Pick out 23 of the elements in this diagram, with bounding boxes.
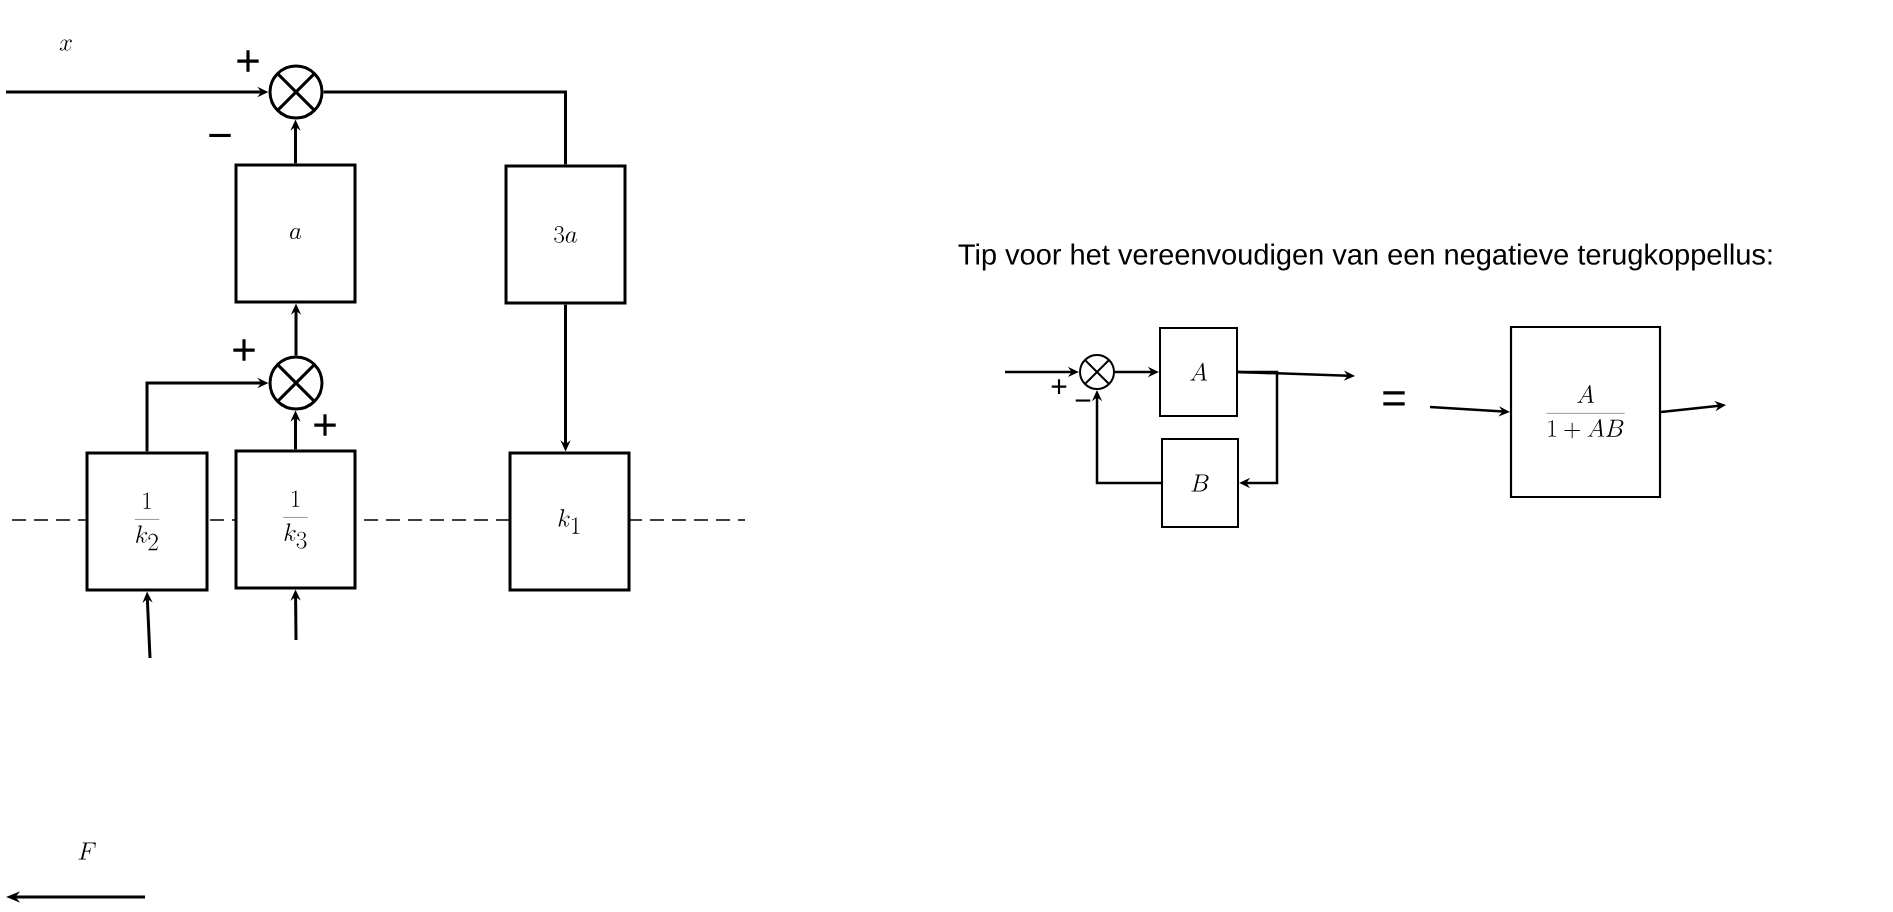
sign-label: + [1051, 379, 1067, 394]
block-box: $3a$ [504, 164, 627, 305]
sign-label: + [237, 50, 259, 72]
block-box: $A$ [1159, 327, 1238, 417]
variable-label: $F$ [78, 842, 96, 860]
sign-label: − [209, 133, 231, 138]
sign-label: + [314, 414, 336, 436]
block-box: $k_1$ [508, 451, 631, 592]
equals-sign: = [1383, 391, 1405, 406]
variable-label: $x$ [59, 39, 72, 51]
summing-junction [1079, 354, 1115, 390]
block-box: $a$ [234, 163, 357, 304]
block-box: $\frac{A}{1+AB}$ [1509, 325, 1662, 499]
block-box: $B$ [1161, 438, 1239, 528]
arrow [1238, 370, 1279, 489]
tip-text: Tip voor het vereenvoudigen van een negatieve terugkoppellus: [958, 243, 1772, 271]
block-box: $\frac{1}{k_3}$ [234, 449, 357, 590]
block-box: $\frac{1}{k_2}$ [85, 451, 209, 592]
sign-label: − [1075, 399, 1091, 402]
summing-junction [268, 355, 324, 411]
summing-junction [268, 64, 324, 120]
connector-line [323, 90, 567, 165]
sign-label: + [233, 339, 255, 361]
